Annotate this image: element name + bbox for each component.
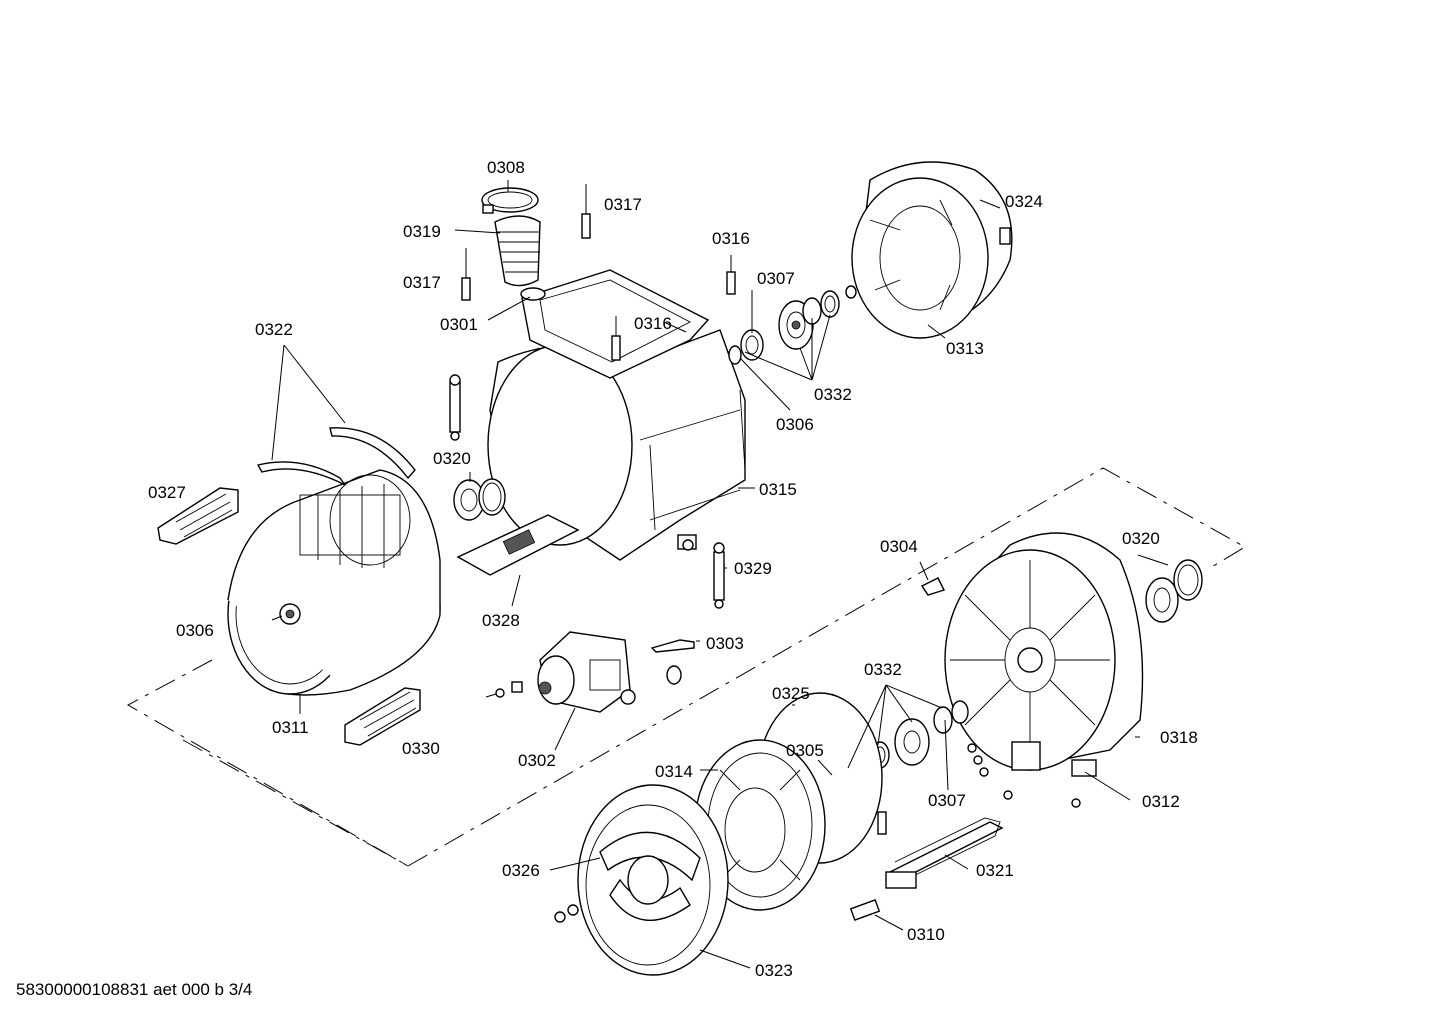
label-0314: 0314 bbox=[655, 762, 693, 781]
label-0328: 0328 bbox=[482, 611, 520, 630]
label-0321: 0321 bbox=[976, 861, 1014, 880]
label-0332: 0332 bbox=[864, 660, 902, 679]
screw-0303 bbox=[650, 639, 695, 685]
label-0313: 0313 bbox=[946, 339, 984, 358]
label-0304: 0304 bbox=[880, 537, 918, 556]
assembly-frames bbox=[126, 467, 1246, 867]
flange-seal-left bbox=[453, 478, 506, 521]
label-0311: 0311 bbox=[272, 718, 309, 737]
clip-0304 bbox=[920, 577, 945, 596]
label-0306: 0306 bbox=[176, 621, 214, 640]
label-0308: 0308 bbox=[487, 158, 525, 177]
label-0319: 0319 bbox=[403, 222, 441, 241]
part-labels: 0308 0317 0319 0317 0301 0316 0316 0307 … bbox=[148, 158, 1198, 980]
label-0310: 0310 bbox=[907, 925, 945, 944]
label-0307: 0307 bbox=[757, 269, 795, 288]
drum-ribs bbox=[256, 427, 416, 486]
bearing-set-top bbox=[728, 285, 857, 365]
label-0322: 0322 bbox=[255, 320, 293, 339]
paddle-0330 bbox=[344, 687, 421, 746]
ntc-sensor bbox=[849, 899, 881, 921]
label-0320: 0320 bbox=[1122, 529, 1160, 548]
label-0326: 0326 bbox=[502, 861, 540, 880]
front-ring bbox=[554, 784, 729, 976]
heater bbox=[885, 817, 1004, 889]
motor bbox=[485, 631, 636, 713]
label-0323: 0323 bbox=[755, 961, 793, 980]
label-0306: 0306 bbox=[776, 415, 814, 434]
label-0316: 0316 bbox=[712, 229, 750, 248]
label-0332: 0332 bbox=[814, 385, 852, 404]
leader-lines bbox=[271, 180, 1169, 969]
foil bbox=[456, 514, 580, 576]
bellows bbox=[481, 187, 546, 301]
label-0327: 0327 bbox=[148, 483, 186, 502]
label-0317: 0317 bbox=[403, 273, 441, 292]
label-0324: 0324 bbox=[1005, 192, 1043, 211]
flange-seal-right bbox=[1145, 559, 1203, 623]
label-0329: 0329 bbox=[734, 559, 772, 578]
label-0301: 0301 bbox=[440, 315, 478, 334]
document-reference: 58300000108831 aet 000 b 3/4 bbox=[16, 980, 253, 999]
counterweight-top bbox=[851, 161, 1013, 339]
drum bbox=[227, 469, 441, 696]
label-0302: 0302 bbox=[518, 751, 556, 770]
label-0317: 0317 bbox=[604, 195, 642, 214]
label-0307: 0307 bbox=[928, 791, 966, 810]
label-0318: 0318 bbox=[1160, 728, 1198, 747]
label-0330: 0330 bbox=[402, 739, 440, 758]
damper-left bbox=[449, 374, 461, 441]
label-0305: 0305 bbox=[786, 741, 824, 760]
label-0316: 0316 bbox=[634, 314, 672, 333]
rear-tub bbox=[944, 532, 1144, 777]
label-0325: 0325 bbox=[772, 684, 810, 703]
label-0312: 0312 bbox=[1142, 792, 1180, 811]
paddle-0327 bbox=[157, 487, 239, 545]
label-0315: 0315 bbox=[759, 480, 797, 499]
springs bbox=[461, 184, 736, 361]
label-0320: 0320 bbox=[433, 449, 471, 468]
label-0303: 0303 bbox=[706, 634, 744, 653]
damper-0329 bbox=[682, 539, 725, 609]
tub bbox=[487, 269, 746, 561]
